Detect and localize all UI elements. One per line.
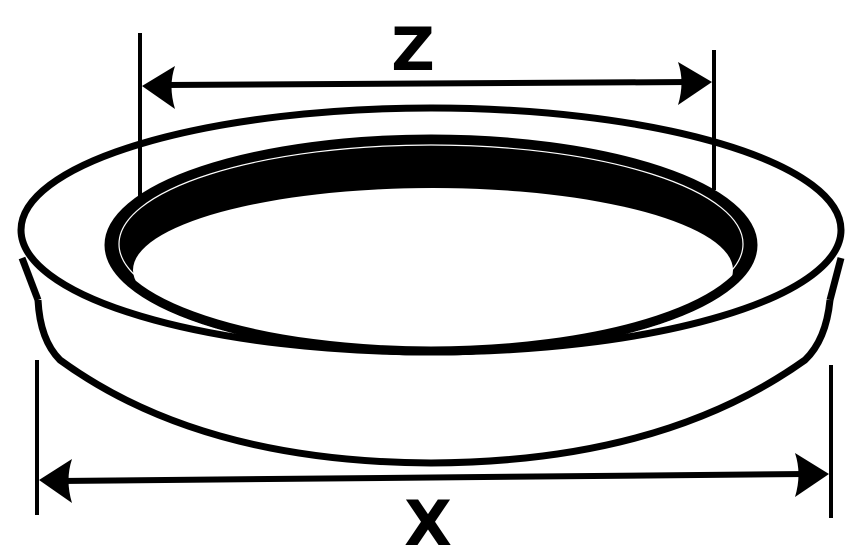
ring-left-side-edge: [18, 256, 42, 302]
x-label: X: [404, 487, 452, 559]
dimension-z: Z: [138, 15, 716, 196]
dimension-x: X: [35, 360, 833, 559]
x-dimension-line: [59, 471, 806, 484]
z-dimension-line: [164, 79, 691, 88]
washer-ring: [17, 104, 845, 467]
x-arrowhead-left-icon: [39, 459, 72, 503]
z-label: Z: [391, 15, 435, 85]
z-arrowhead-left-icon: [142, 66, 175, 109]
ring-outer-side-bottom-edge: [34, 299, 834, 467]
ring-hole-bottom-edge: [105, 244, 757, 356]
x-arrowhead-right-icon: [795, 453, 829, 497]
ring-right-side-edge: [826, 257, 845, 301]
ring-hole-interior: [133, 188, 733, 352]
z-arrowhead-right-icon: [678, 62, 712, 105]
